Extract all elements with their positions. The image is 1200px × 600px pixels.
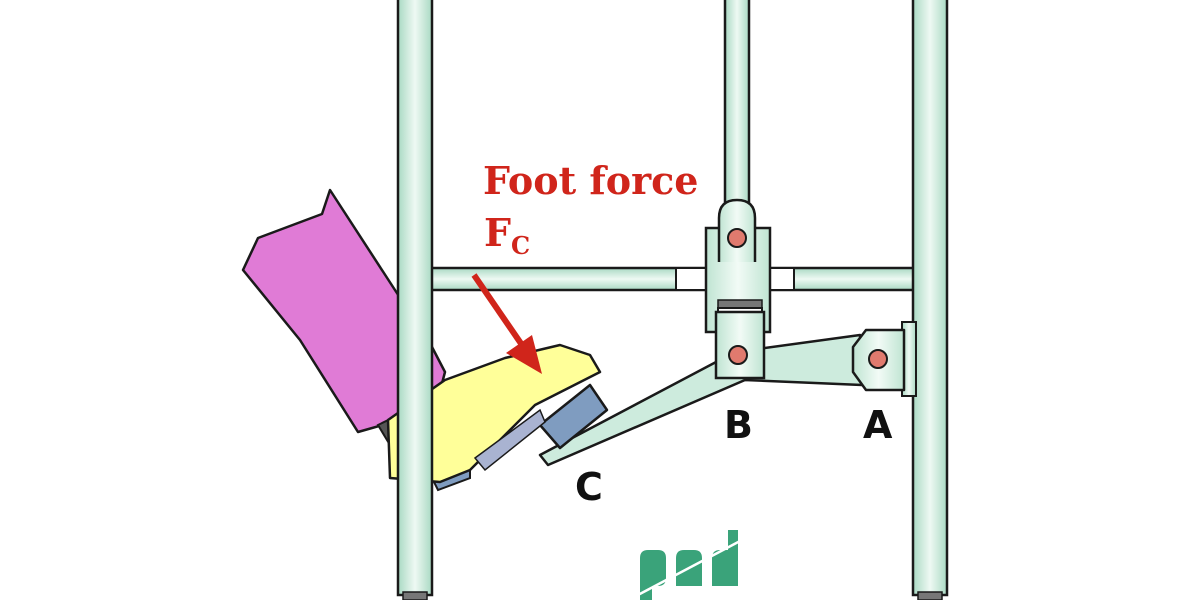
foot-force-label: Foot force [483, 158, 698, 203]
pin-b-icon [728, 345, 748, 365]
pin-icons [727, 228, 888, 369]
force-symbol-label: FC [484, 210, 530, 260]
point-c-label: C [575, 465, 603, 509]
point-b-label: B [724, 403, 753, 447]
pd-logo-icon [635, 530, 743, 600]
right-frame-post [901, 0, 949, 600]
force-arrow [471, 273, 542, 374]
horizontal-rod [428, 266, 922, 292]
point-a-label: A [863, 403, 893, 447]
upper-link-rod [723, 0, 751, 212]
pin-a-icon [868, 349, 888, 369]
pin-top-icon [727, 228, 747, 248]
left-frame-post [396, 0, 434, 600]
pivot-b-clevis [714, 310, 766, 380]
